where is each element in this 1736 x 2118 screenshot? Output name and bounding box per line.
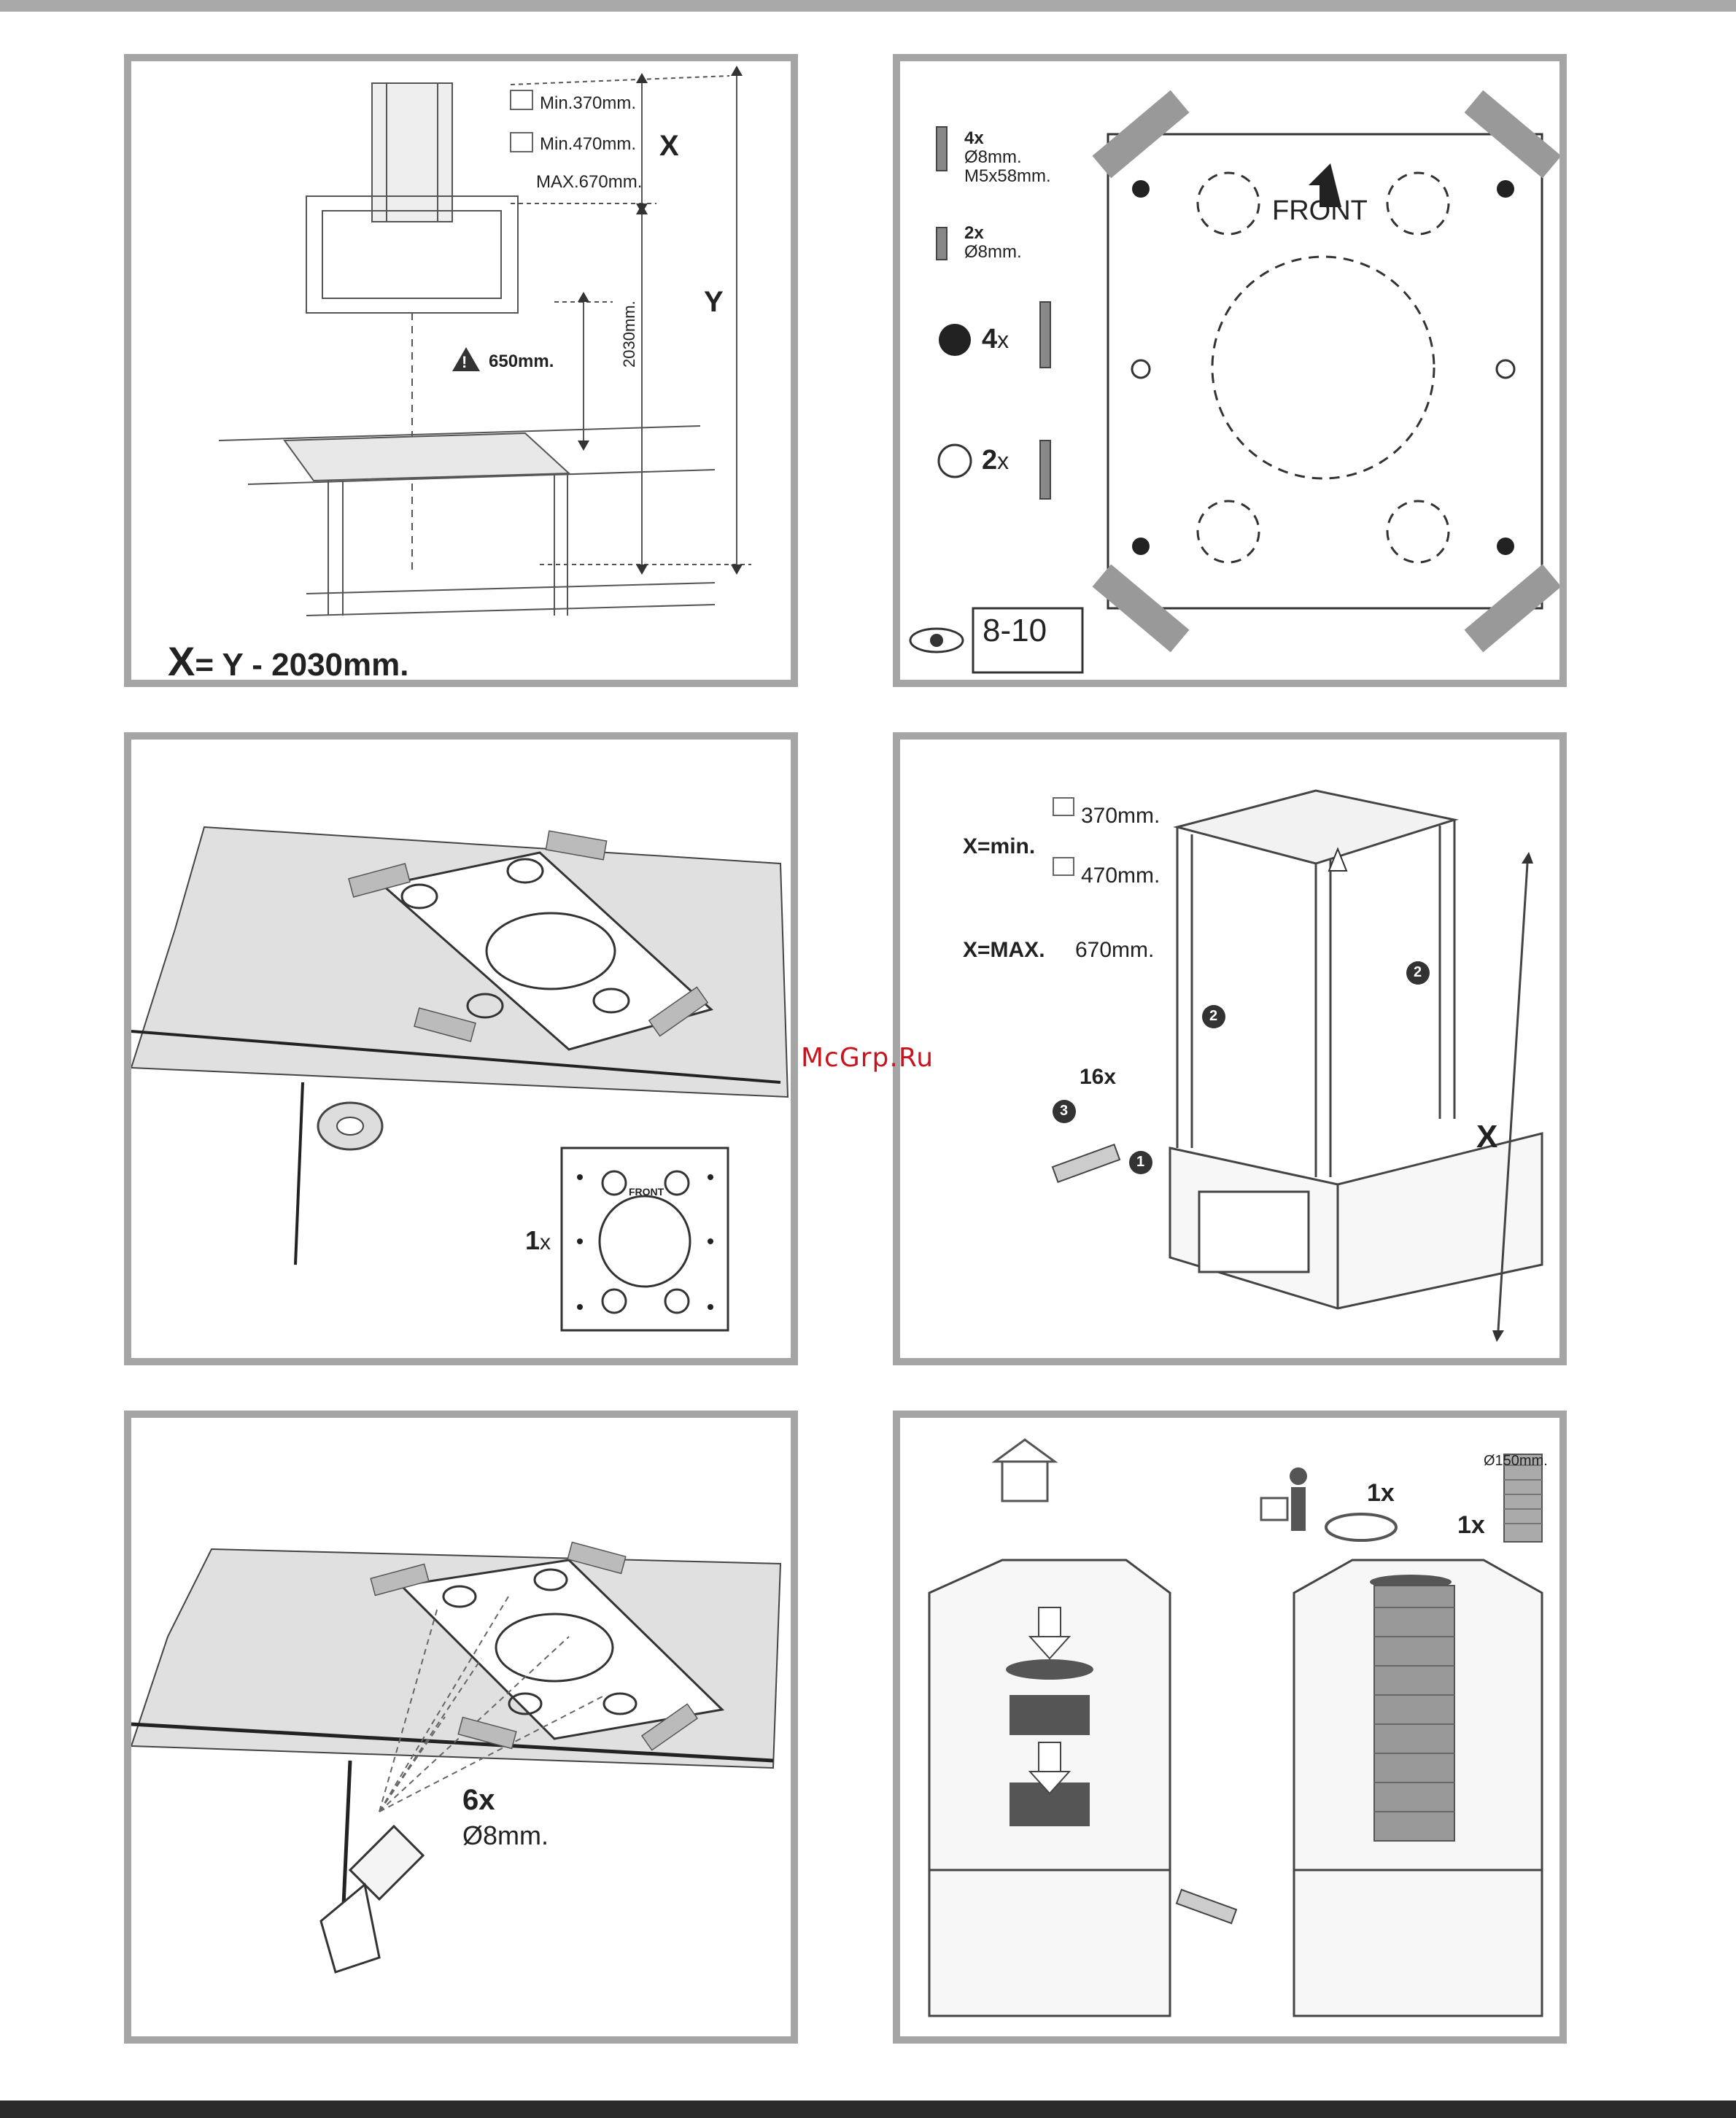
house-icon-b [511, 133, 532, 152]
screw-icon [937, 127, 947, 171]
filled-count-num: 4 [982, 324, 997, 354]
panel-template: 4x Ø8mm. M5x58mm. 2x Ø8mm. 4x 2x FRONT 8… [893, 54, 1567, 687]
max-670-label: MAX.670mm. [536, 172, 642, 193]
formula: X= Y - 2030mm. [168, 637, 409, 685]
person-icon [1290, 1467, 1307, 1485]
open-count-num: 2 [982, 445, 997, 476]
panel-drilling: 6x Ø8mm. [124, 1411, 798, 2044]
open-count: 2x [982, 445, 1009, 476]
screw-count: 4x [964, 128, 984, 149]
filled-count: 4x [982, 324, 1009, 355]
template-count: 1x [525, 1225, 551, 1256]
step3-number: 3 [1060, 1103, 1068, 1120]
open-hole-icon [939, 445, 971, 477]
step1-number: 1 [1136, 1154, 1144, 1171]
min-370-label: Min.370mm. [540, 93, 636, 114]
ceiling-tape-diagram [131, 740, 791, 1358]
hose-count: 1x [1457, 1511, 1485, 1540]
x-label: X [659, 130, 679, 163]
template-count-x: x [540, 1230, 551, 1254]
step2a-number: 2 [1209, 1008, 1217, 1025]
front-label: FRONT [1272, 195, 1368, 227]
screw-size: M5x58mm. [964, 166, 1051, 187]
range-label: 8-10 [983, 613, 1047, 649]
filled-count-x: x [997, 327, 1009, 353]
plug-icon [937, 228, 947, 260]
clamp-icon [1326, 1514, 1396, 1540]
min-470-label: Min.470mm. [540, 134, 636, 155]
hole-count: 6x [462, 1784, 495, 1817]
value-670: 670mm. [1075, 938, 1154, 963]
xmin-label: X=min. [963, 834, 1035, 859]
clearance-label: 650mm. [489, 352, 554, 372]
cart-icon [1261, 1498, 1287, 1520]
filled-hole-icon [939, 324, 971, 356]
plug-dia: Ø8mm. [964, 242, 1022, 263]
house-icon-a [1053, 798, 1074, 815]
svg-text:!: ! [462, 353, 467, 371]
plug-count: 2x [964, 223, 984, 244]
house-icon-a [511, 90, 532, 109]
template-sheet-icon [562, 1148, 728, 1330]
y-label: Y [704, 286, 724, 319]
house-vent-icon [1002, 1462, 1047, 1501]
screw-dia: Ø8mm. [964, 147, 1022, 168]
panel-frame-adjust: X=min. 370mm. 470mm. X=MAX. 670mm. 16x X… [893, 732, 1567, 1365]
panel-ceiling-height: ! Min.370mm. Min.470mm. MAX.670mm. X Y 6… [124, 54, 798, 687]
screw-count-16: 16x [1080, 1065, 1116, 1090]
hole-dia: Ø8mm. [462, 1820, 549, 1851]
screwdriver-icon [1053, 1144, 1120, 1182]
frame-diagram [900, 740, 1559, 1358]
top-bar [0, 0, 1736, 12]
hand-icon [321, 1885, 379, 1972]
panel-attach-template: 1x FRONT [124, 732, 798, 1365]
height-diagram: ! [131, 61, 791, 680]
open-count-x: x [997, 448, 1009, 474]
screwdriver-icon [1177, 1890, 1236, 1923]
hose-dia: Ø150mm. [1484, 1453, 1548, 1470]
template-front-label: FRONT [629, 1186, 664, 1198]
height-x-label: X [1476, 1119, 1497, 1155]
watermark: McGrp.Ru [801, 1043, 934, 1073]
formula-rest: = Y - 2030mm. [195, 647, 408, 683]
value-470: 470mm. [1081, 864, 1160, 888]
formula-x: X [168, 638, 195, 684]
step2b-number: 2 [1414, 964, 1422, 981]
clamp-count: 1x [1367, 1479, 1395, 1508]
drilling-diagram [131, 1418, 791, 2036]
bottom-bar [0, 2100, 1736, 2118]
xmax-label: X=MAX. [963, 938, 1045, 963]
height-2030-label: 2030mm. [620, 300, 639, 368]
house-icon-b [1053, 858, 1074, 875]
panel-duct: 1x 1x Ø150mm. [893, 1411, 1567, 2044]
template-count-num: 1 [525, 1225, 540, 1255]
value-370: 370mm. [1081, 804, 1160, 829]
